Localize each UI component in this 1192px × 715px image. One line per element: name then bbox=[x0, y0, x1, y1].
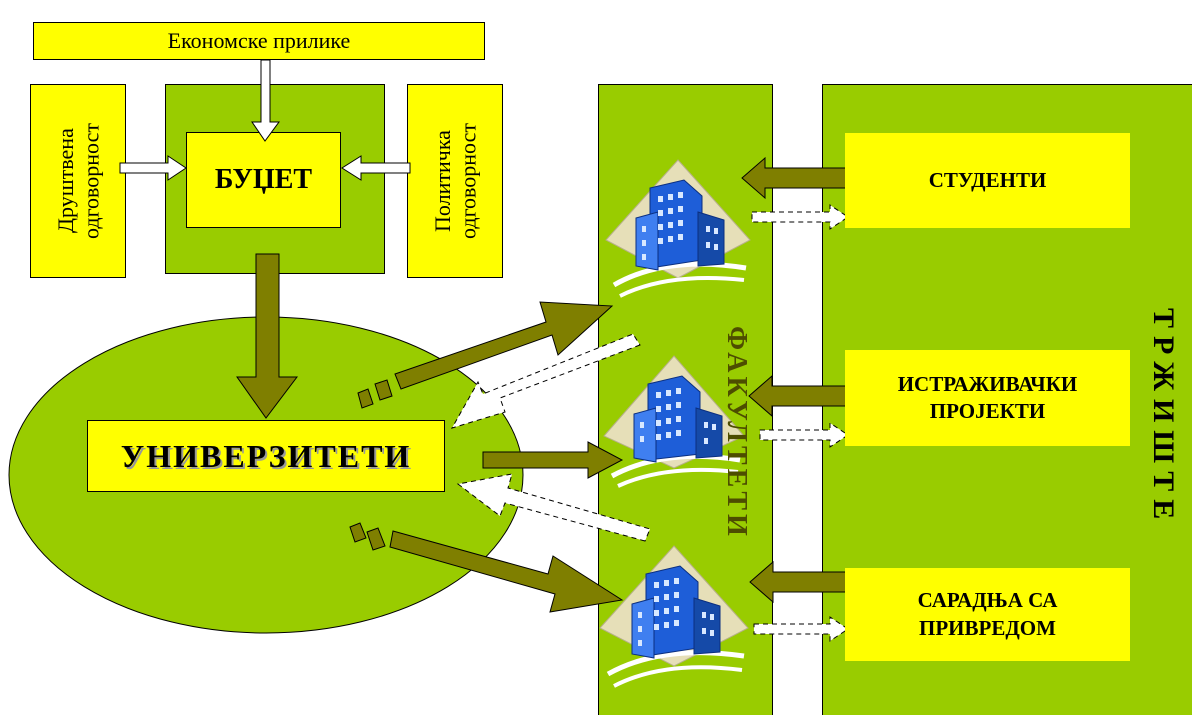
arrow-political-to-budget bbox=[341, 155, 411, 181]
arrow-faculty-to-univ-top bbox=[450, 333, 641, 429]
arrow-faculty-to-cooperation bbox=[753, 616, 849, 642]
arrow-research-to-faculty bbox=[748, 374, 851, 418]
arrow-faculty-to-students bbox=[751, 204, 849, 230]
building-icon bbox=[603, 355, 745, 488]
faculties-label: ФАКУЛТЕТИ bbox=[721, 326, 752, 540]
market-item-cooperation: САРАДЊА СА ПРИВРЕДОМ bbox=[845, 568, 1130, 661]
social-responsibility-box: Друштвена одговорност bbox=[30, 84, 126, 278]
universities-label: УНИВЕРЗИТЕТИ bbox=[120, 437, 412, 474]
arrow-cooperation-to-faculty bbox=[749, 560, 851, 604]
cooperation-line-1: САРАДЊА СА bbox=[917, 588, 1058, 613]
research-line-2: ПРОЈЕКТИ bbox=[929, 399, 1046, 423]
universities-box: УНИВЕРЗИТЕТИ bbox=[87, 420, 445, 492]
market-item-students: СТУДЕНТИ bbox=[845, 133, 1130, 228]
building-icon bbox=[605, 159, 751, 298]
market-item-research: ИСТРАЖИВАЧКИ ПРОЈЕКТИ bbox=[845, 350, 1130, 446]
cooperation-line-2: ПРИВРЕДОМ bbox=[919, 615, 1056, 640]
arrow-univ-to-faculty-top bbox=[357, 301, 614, 409]
arrow-univ-to-faculty-bottom bbox=[349, 522, 624, 613]
arrow-faculty-to-research bbox=[759, 422, 849, 448]
arrow-budget-to-universities bbox=[236, 253, 299, 419]
economic-conditions-box: Економске прилике bbox=[33, 22, 485, 60]
students-line-1: СТУДЕНТИ bbox=[928, 167, 1047, 192]
arrow-univ-to-faculty-mid bbox=[482, 441, 624, 479]
budget-label: БУЏЕТ bbox=[214, 164, 313, 195]
arrow-economy-to-budget bbox=[251, 59, 280, 142]
research-line-1: ИСТРАЖИВАЧКИ bbox=[897, 371, 1078, 396]
political-responsibility-box: Политичка одговорност bbox=[407, 84, 503, 278]
market-label: ТРЖИШТЕ bbox=[1147, 308, 1180, 528]
building-icon bbox=[599, 545, 749, 688]
economic-conditions-label: Економске прилике bbox=[167, 28, 351, 53]
arrow-faculty-to-univ-bottom bbox=[456, 473, 651, 542]
arrow-social-to-budget bbox=[119, 155, 187, 181]
arrow-students-to-faculty bbox=[741, 156, 851, 200]
budget-box: БУЏЕТ bbox=[186, 132, 341, 228]
